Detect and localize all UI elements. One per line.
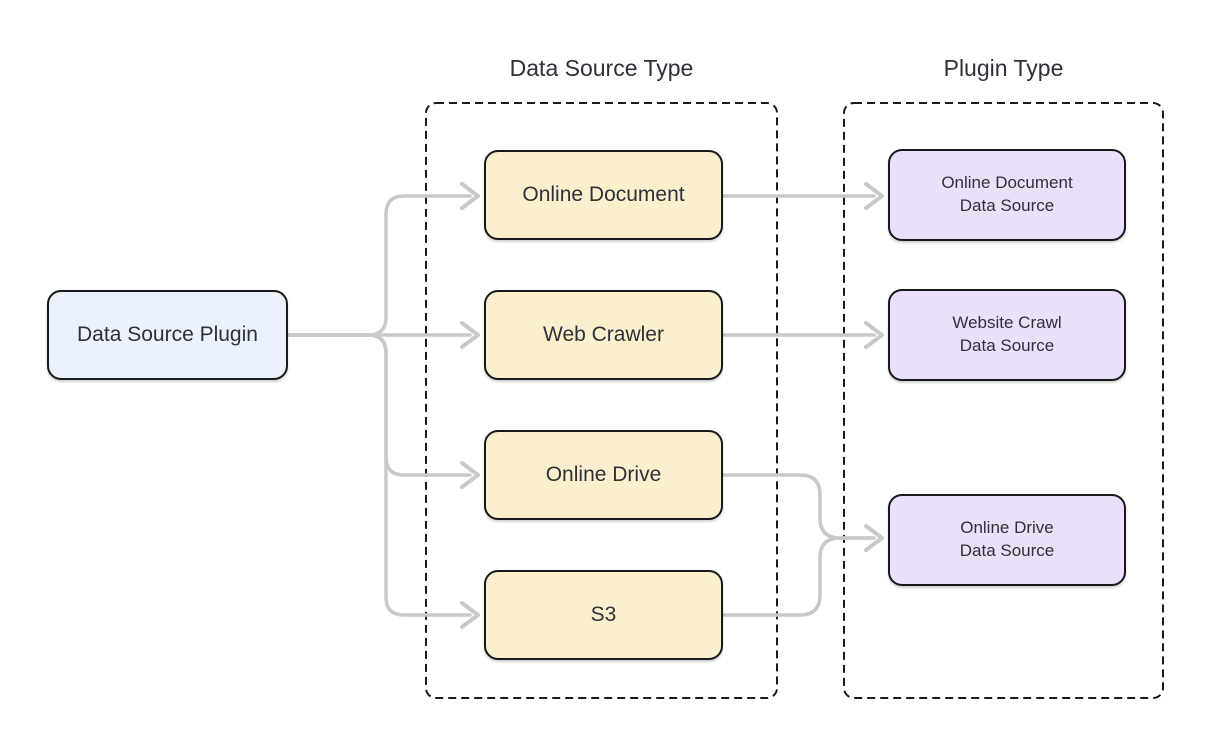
edge-source-to-online-document bbox=[286, 194, 472, 337]
edge-online-drive-to-plugin bbox=[721, 473, 876, 540]
edge-s3-to-plugin bbox=[721, 536, 876, 617]
data-source-type-title: Data Source Type bbox=[509, 55, 694, 81]
node-web-crawler-label: Web Crawler bbox=[543, 322, 664, 346]
node-data-source-plugin: Data Source Plugin bbox=[47, 290, 288, 380]
node-online-document-label: Online Document bbox=[522, 182, 685, 206]
node-data-source-plugin-label: Data Source Plugin bbox=[77, 322, 258, 346]
arrowhead-online-document-plugin bbox=[864, 182, 884, 210]
node-online-drive-data-source-label: Online Drive Data Source bbox=[959, 518, 1055, 560]
plugin-type-container bbox=[843, 102, 1164, 699]
node-web-crawler: Web Crawler bbox=[484, 290, 723, 380]
arrowhead-online-drive bbox=[460, 461, 480, 489]
arrowhead-online-drive-plugin bbox=[864, 524, 884, 552]
arrowhead-website-crawl-plugin bbox=[864, 321, 884, 349]
node-website-crawl-data-source-label: Website Crawl Data Source bbox=[952, 313, 1062, 355]
node-s3-label: S3 bbox=[590, 602, 617, 626]
node-online-document-data-source: Online Document Data Source bbox=[888, 149, 1126, 241]
node-online-drive-data-source: Online Drive Data Source bbox=[888, 494, 1126, 586]
edge-source-to-online-drive bbox=[286, 333, 472, 477]
node-online-drive: Online Drive bbox=[484, 430, 723, 520]
node-s3: S3 bbox=[484, 570, 723, 660]
node-online-drive-label: Online Drive bbox=[545, 462, 662, 486]
node-online-document: Online Document bbox=[484, 150, 723, 240]
plugin-type-title: Plugin Type bbox=[943, 55, 1064, 81]
arrowhead-online-document bbox=[460, 182, 480, 210]
node-website-crawl-data-source: Website Crawl Data Source bbox=[888, 289, 1126, 381]
edge-source-to-s3 bbox=[286, 333, 472, 617]
node-online-document-data-source-label: Online Document Data Source bbox=[941, 173, 1073, 215]
arrowhead-s3 bbox=[460, 601, 480, 629]
arrowhead-web-crawler bbox=[460, 321, 480, 349]
